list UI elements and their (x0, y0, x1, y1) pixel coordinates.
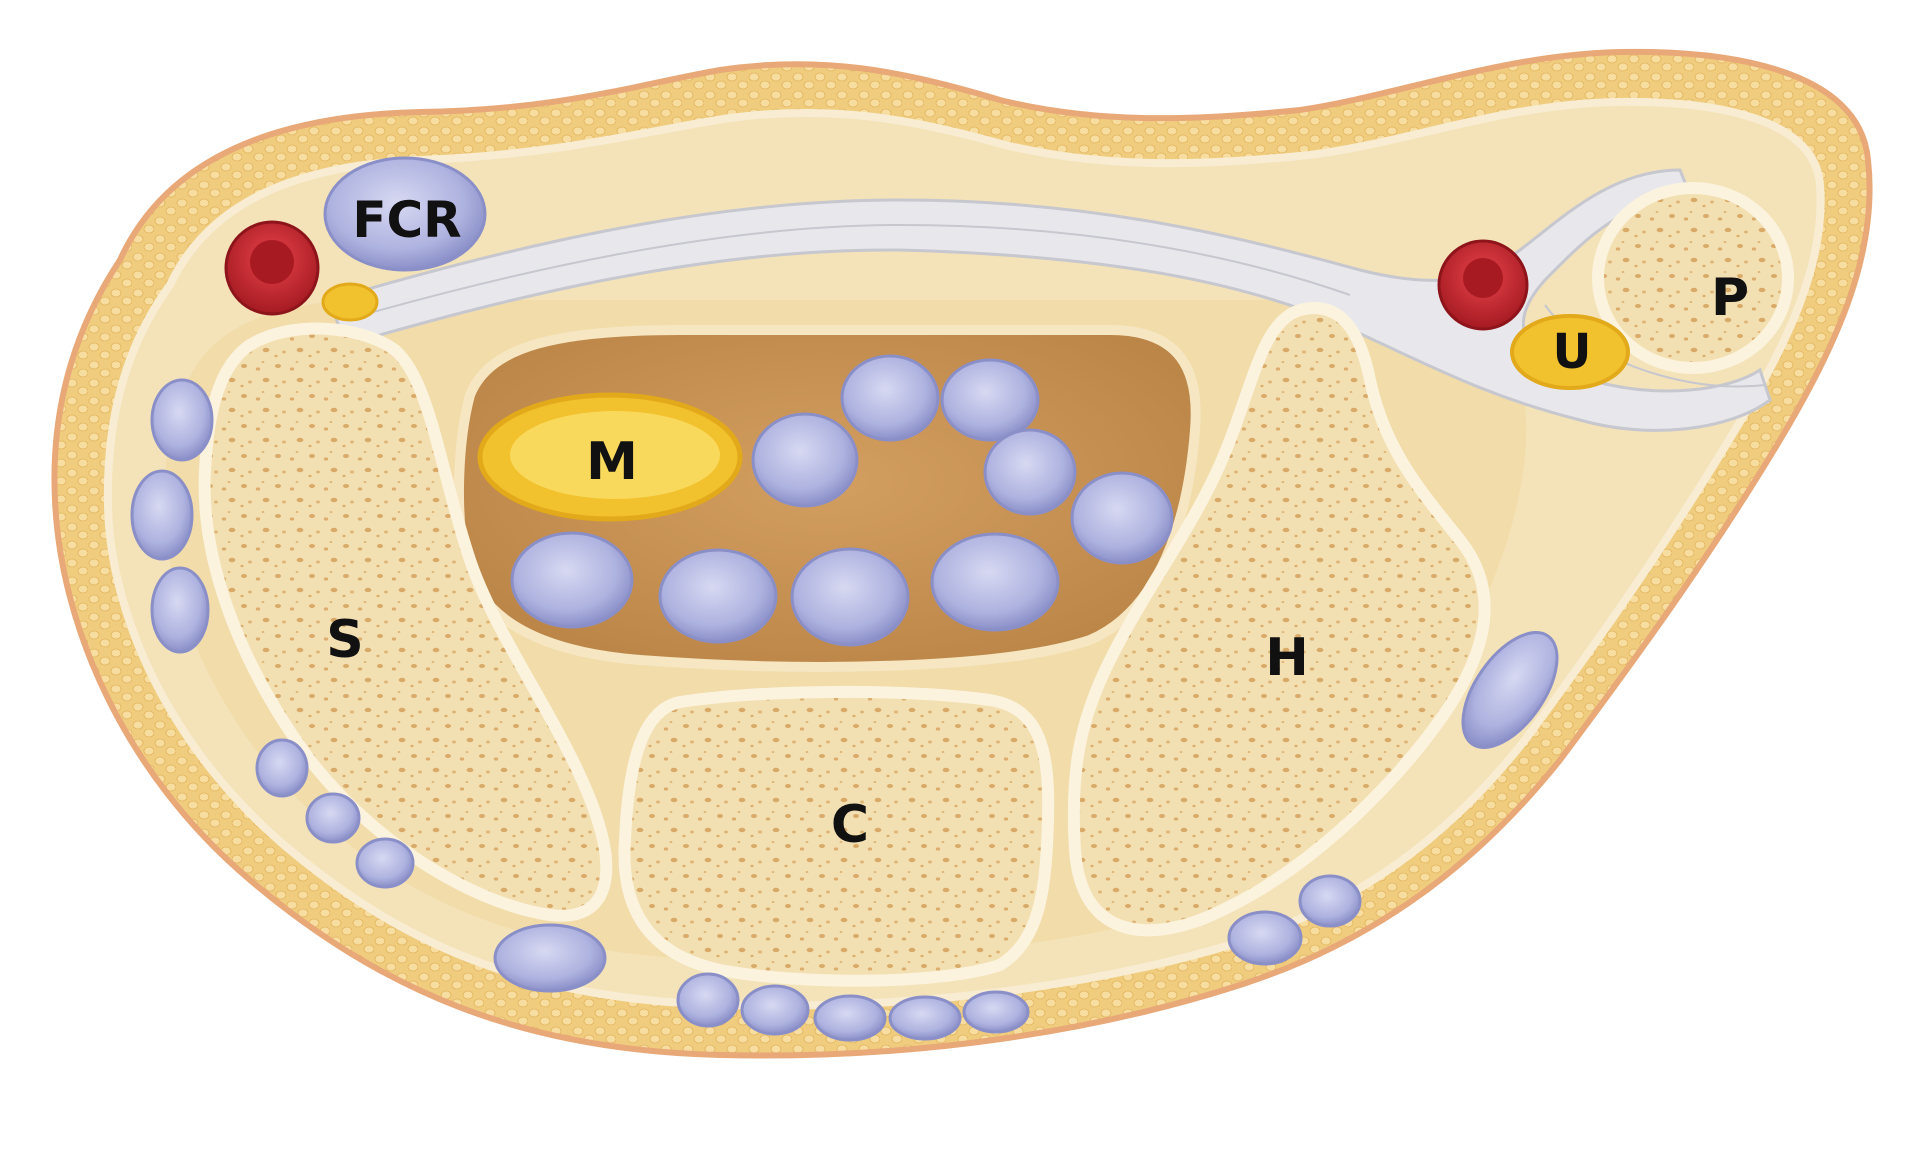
tendon (150, 378, 214, 462)
tendon (840, 354, 940, 442)
tendon (930, 532, 1060, 632)
tendon (355, 837, 415, 889)
tendon (676, 972, 740, 1028)
tendon (888, 995, 962, 1041)
tendon (658, 548, 778, 644)
ulnar-nerve (1510, 314, 1630, 390)
label-p: P (1711, 268, 1749, 328)
ligament-fiber-line (344, 223, 1351, 321)
tendon (130, 469, 194, 561)
scaphoid-bone (198, 322, 613, 922)
tendon (940, 358, 1040, 442)
median-nerve-core (510, 411, 720, 499)
radial-artery-lumen (250, 240, 294, 284)
tendon (813, 994, 887, 1042)
extensor-tendons (130, 378, 1559, 1042)
tendon (305, 792, 361, 844)
label-u: U (1553, 324, 1592, 380)
capitate-bone (618, 685, 1055, 987)
pisiform-bone (1592, 182, 1794, 374)
tendon (255, 738, 309, 798)
label-h: H (1265, 628, 1309, 688)
fcr-tendon (323, 156, 487, 272)
label-fcr: FCR (352, 191, 461, 249)
tendon (510, 531, 634, 629)
label-m: M (586, 432, 638, 492)
tendon (1461, 631, 1559, 749)
tendon (983, 428, 1077, 516)
label-c: C (831, 795, 869, 855)
tendon (740, 984, 810, 1036)
ulnar-artery-lumen (1463, 258, 1503, 298)
hamate-bone (1067, 302, 1491, 937)
flexor-tendons (510, 354, 1174, 647)
label-s: S (326, 610, 363, 670)
radial-nerve-branch (321, 282, 379, 322)
tendon (1227, 910, 1303, 966)
tendon (751, 412, 859, 508)
tendon (790, 547, 910, 647)
tendon (962, 990, 1030, 1034)
tendon (493, 923, 607, 993)
tendon (150, 566, 210, 654)
tendon (1298, 874, 1362, 928)
tendon (1070, 471, 1174, 565)
